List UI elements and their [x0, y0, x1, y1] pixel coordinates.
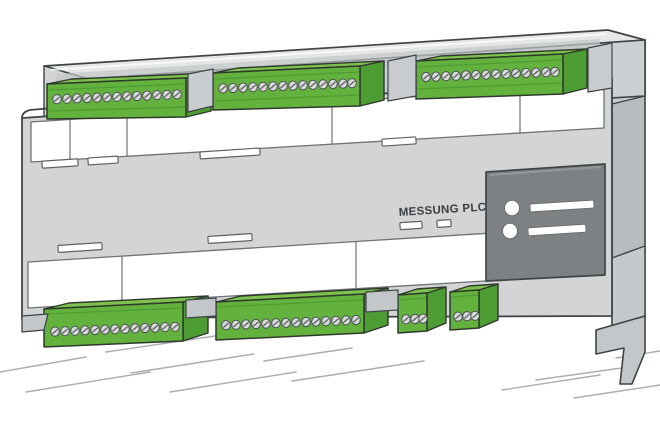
bottom-terminal-block-4[interactable] [449, 283, 499, 331]
mounting-foot-right [595, 315, 646, 385]
bottom-terminal-block-3[interactable] [397, 286, 447, 334]
bottom-terminal-block-1[interactable] [43, 295, 209, 348]
top-spacer-tabs [187, 42, 613, 113]
brand-label: MESSUNG PLC [398, 202, 486, 219]
screw-row[interactable] [401, 313, 428, 325]
indicator-led-1[interactable] [504, 199, 595, 217]
top-terminal-block-3[interactable] [415, 48, 588, 100]
top-terminal-block-2[interactable] [212, 60, 385, 111]
front-slot-indicators-upper [41, 136, 417, 169]
bottom-spacer-tabs [185, 289, 399, 319]
top-terminal-block-1[interactable] [46, 72, 212, 120]
indicator-led-2[interactable] [502, 222, 587, 240]
mounting-foot-left [21, 313, 49, 333]
front-slot-indicators-lower [57, 219, 452, 253]
screw-row[interactable] [453, 310, 480, 322]
bottom-terminal-block-2[interactable] [215, 287, 389, 341]
display-panel[interactable] [485, 163, 606, 282]
